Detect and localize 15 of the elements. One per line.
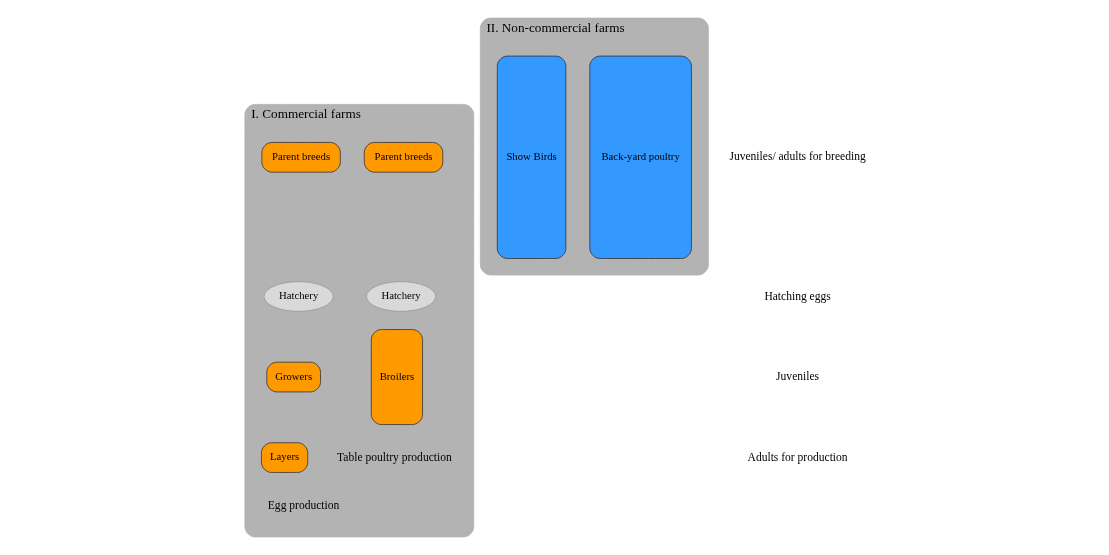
- node-box: Broilers: [370, 329, 423, 425]
- node-box: Growers: [266, 361, 321, 393]
- node-box: Back-yard poultry: [589, 55, 692, 259]
- label: Table poultry production: [337, 450, 452, 464]
- node-box: Parent breeds: [261, 142, 341, 173]
- label: Adults for production: [747, 450, 848, 464]
- label: Hatching eggs: [764, 289, 831, 303]
- node-box: Layers: [261, 442, 309, 473]
- label: Egg production: [267, 498, 340, 512]
- label: Juveniles/ adults for breeding: [729, 150, 866, 164]
- node-ellipse: Hatchery: [366, 281, 437, 312]
- node-ellipse: Hatchery: [263, 281, 334, 312]
- node-box: Parent breeds: [363, 142, 444, 173]
- label: Juveniles: [776, 370, 820, 384]
- node-box: Show Birds: [496, 55, 567, 259]
